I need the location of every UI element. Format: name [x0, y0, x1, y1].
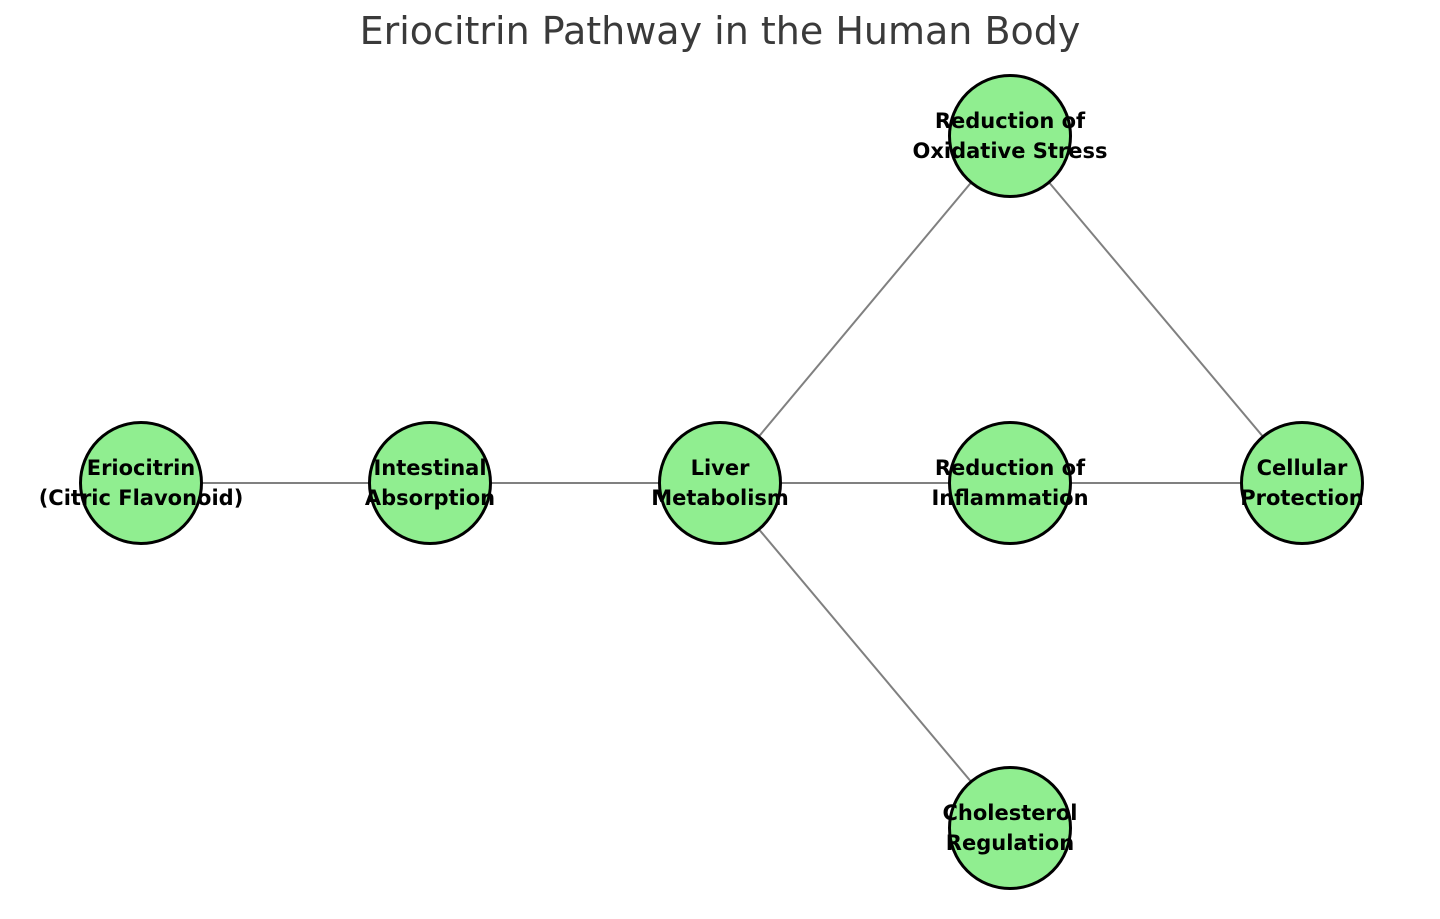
node-circle-intestinal_absorption[interactable]: [368, 421, 492, 545]
graph-node-cellular_protection[interactable]: Cellular Protection: [1240, 421, 1364, 545]
graph-node-cholesterol_regulation[interactable]: Cholesterol Regulation: [943, 766, 1078, 890]
graph-node-reduction_inflammation[interactable]: Reduction of Inflammation: [931, 421, 1089, 545]
node-circle-liver_metabolism[interactable]: [658, 421, 782, 545]
node-circle-cholesterol_regulation[interactable]: [948, 766, 1072, 890]
graph-node-eriocitrin[interactable]: Eriocitrin (Citric Flavonoid): [39, 421, 243, 545]
node-circle-reduction_oxidative_stress[interactable]: [948, 74, 1072, 198]
node-circle-reduction_inflammation[interactable]: [948, 421, 1072, 545]
graph-node-reduction_oxidative_stress[interactable]: Reduction of Oxidative Stress: [912, 74, 1108, 198]
page-title: Eriocitrin Pathway in the Human Body: [359, 9, 1081, 53]
graph-node-liver_metabolism[interactable]: Liver Metabolism: [651, 421, 789, 545]
graph-node-intestinal_absorption[interactable]: Intestinal Absorption: [365, 421, 495, 545]
node-circle-eriocitrin[interactable]: [79, 421, 203, 545]
graph-edge: [719, 482, 1011, 829]
graph-edge: [1009, 135, 1303, 484]
graph-edge: [719, 135, 1011, 484]
node-circle-cellular_protection[interactable]: [1240, 421, 1364, 545]
